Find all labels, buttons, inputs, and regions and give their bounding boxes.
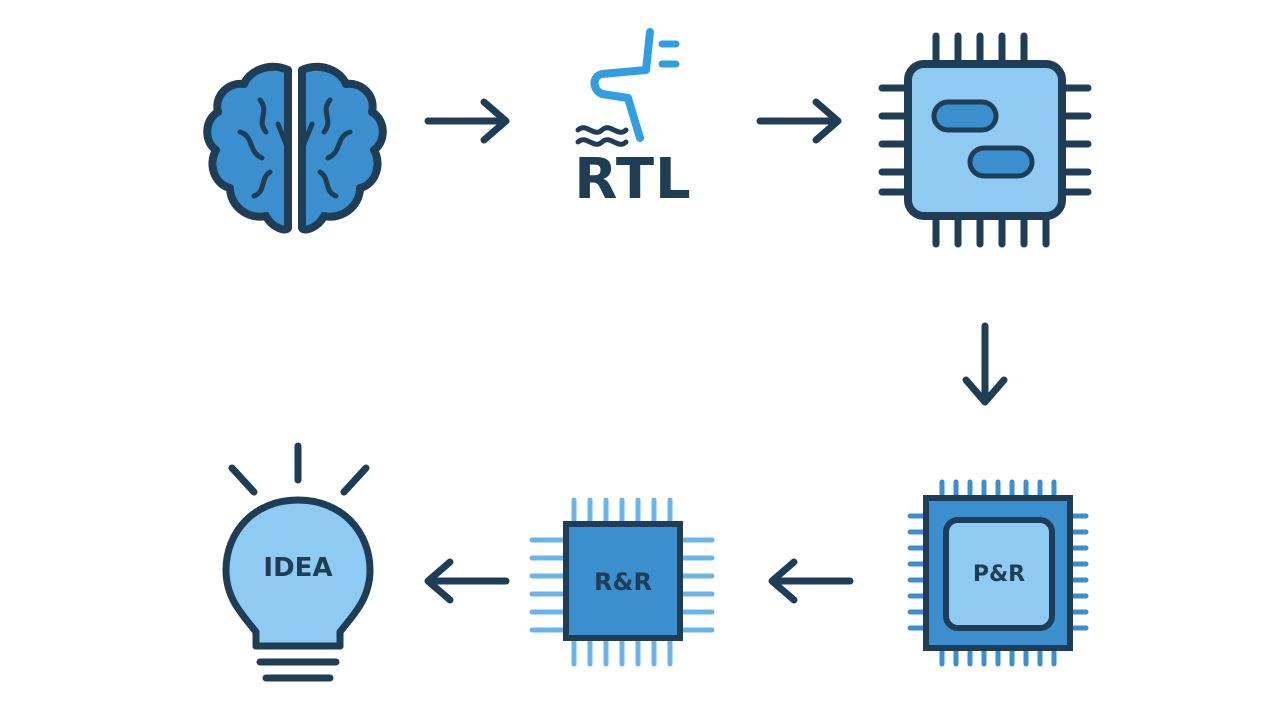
rtl-code-icon xyxy=(572,26,692,151)
arrow-left-icon xyxy=(764,556,854,606)
pnr-label: P&R xyxy=(973,562,1025,587)
chip-icon xyxy=(878,32,1092,248)
arrow-right-icon xyxy=(756,96,846,146)
rnr-chip-icon: R&R xyxy=(528,496,716,668)
arrow-right-icon xyxy=(424,96,514,146)
brain-icon xyxy=(200,60,390,240)
lightbulb-icon: IDEA xyxy=(220,438,380,694)
arrow-left-icon xyxy=(420,556,510,606)
idea-label: IDEA xyxy=(263,553,332,583)
arrow-down-icon xyxy=(960,322,1010,408)
rnr-label: R&R xyxy=(594,568,652,596)
rtl-label: RTL xyxy=(574,147,692,212)
pnr-chip-icon: P&R xyxy=(906,478,1090,668)
